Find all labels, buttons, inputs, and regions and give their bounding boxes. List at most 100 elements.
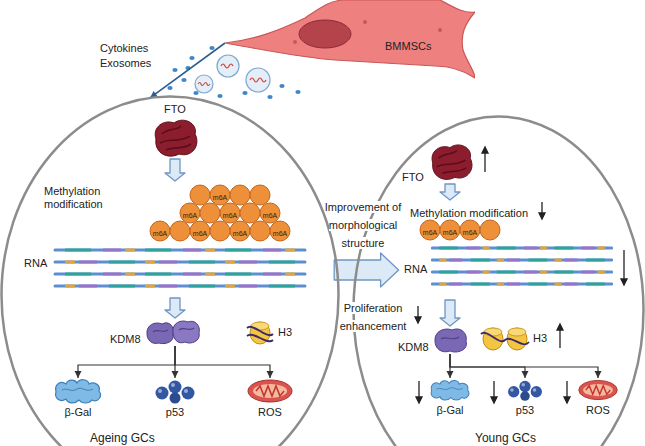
down-indicator	[417, 306, 418, 317]
fto-protein-icon	[428, 140, 474, 184]
p53-marker-icon	[152, 378, 198, 404]
text-slot: RNA	[24, 253, 47, 271]
m6a-ball	[210, 221, 230, 241]
node-label: RNA	[404, 263, 427, 275]
cytokine-dot	[217, 94, 222, 98]
node-label: BMMSCs	[385, 40, 431, 52]
m6a-ball	[220, 203, 240, 223]
rna-strand	[55, 250, 305, 251]
m6a-ball	[230, 221, 250, 241]
arrow-head	[447, 371, 454, 378]
m6a-ball	[440, 220, 460, 240]
label-slot: m6A	[213, 186, 227, 204]
m6a-label: m6A	[273, 230, 287, 237]
fto-protein-icon	[151, 117, 199, 159]
text-slot: BMMSCs	[385, 36, 431, 54]
arrow-connector	[440, 184, 460, 200]
beta-gal-marker: β-Gal	[50, 378, 106, 419]
ros-marker-icon	[246, 378, 294, 404]
m6a-label: m6A	[183, 212, 197, 219]
arrow-connector	[334, 253, 398, 287]
down-indicator-head	[416, 397, 422, 403]
node-label: KDM8	[398, 341, 429, 354]
cytokine-dot	[193, 91, 198, 95]
exosome-vesicles	[195, 55, 270, 93]
m6a-label: m6A	[463, 229, 477, 236]
rna-strand	[432, 284, 612, 285]
down-indicator-head	[415, 317, 421, 323]
bmmsc-cell: BMMSCs	[225, 0, 475, 80]
exosome-rna	[250, 78, 266, 82]
arrow-head	[75, 371, 82, 378]
cell-membrane	[354, 117, 644, 446]
label-slot: m6A	[193, 222, 207, 240]
up-indicator	[484, 152, 485, 172]
m6a-label: m6A	[153, 230, 167, 237]
kdm8-protein: KDM8	[398, 326, 469, 354]
node-label: FTO	[164, 103, 186, 116]
cytokine-dots	[167, 46, 300, 99]
label-slot: m6A	[463, 221, 477, 239]
m6a-balls-young	[420, 220, 500, 240]
m6a-ball	[150, 221, 170, 241]
histone-h3-icon	[245, 318, 275, 346]
node-label: ROS	[586, 404, 610, 417]
change-indicators	[415, 147, 627, 403]
cytokine-dot	[295, 90, 300, 94]
node-label: Methylation modification	[44, 185, 124, 211]
m6a-ball	[190, 185, 210, 205]
label-slot: m6A	[423, 221, 437, 239]
node-label: Ageing GCs	[90, 431, 155, 445]
m6a-ball	[250, 185, 270, 205]
exosome	[246, 68, 270, 92]
annotation-label: Proliferation enhancement	[340, 302, 407, 332]
down-indicator	[418, 381, 419, 397]
m6a-ball	[480, 220, 500, 240]
cytokine-dot	[279, 84, 284, 88]
m6a-ball	[420, 220, 440, 240]
label-slot: m6A	[153, 222, 167, 240]
label-slot: m6A	[223, 204, 237, 222]
beta-gal-marker: β-Gal	[425, 378, 475, 417]
down-indicator	[541, 202, 542, 213]
text-slot: Young GCs	[475, 428, 536, 446]
label-slot: m6A	[263, 204, 277, 222]
rna-strand	[55, 286, 305, 287]
connector-line	[78, 346, 175, 378]
m6a-ball	[170, 221, 190, 241]
exosome-rna	[198, 83, 210, 86]
annotation-label: Improvement of morphological structure	[325, 201, 401, 249]
text-slot: Ageing GCs	[90, 428, 155, 446]
connector-line	[450, 354, 525, 378]
m6a-ball	[460, 220, 480, 240]
label-slot: Proliferation enhancement	[338, 298, 408, 334]
up-indicator-head	[557, 324, 563, 330]
annotation-label: Exosomes	[100, 57, 151, 69]
node-label: H3	[533, 332, 547, 345]
label-slot: Improvement of morphological structure	[320, 197, 406, 251]
down-indicator	[566, 381, 567, 397]
rna-strands-ageing	[55, 250, 305, 286]
label-slot: Cytokines	[100, 38, 148, 56]
arrow-head	[267, 371, 274, 378]
text-slot: Methylation modification	[410, 203, 528, 221]
down-indicator	[623, 250, 624, 279]
label-slot: m6A	[233, 222, 247, 240]
cytokine-dot	[167, 86, 172, 90]
down-indicator	[493, 381, 494, 397]
histone-h3: H3	[245, 318, 292, 346]
node-label: RNA	[24, 257, 47, 269]
up-indicator-head	[482, 147, 488, 153]
m6a-ball	[210, 185, 230, 205]
m6a-label: m6A	[443, 229, 457, 236]
fto-protein: FTO	[402, 140, 474, 184]
down-indicator-head	[564, 397, 570, 403]
cytokine-dot	[172, 68, 177, 72]
m6a-label: m6A	[263, 212, 277, 219]
exosome	[195, 75, 213, 93]
arrow-connector	[75, 346, 176, 378]
label-slot: m6A	[183, 204, 197, 222]
m6a-label: m6A	[233, 230, 247, 237]
m6a-ball	[260, 203, 280, 223]
cytokine-dot	[209, 46, 214, 50]
